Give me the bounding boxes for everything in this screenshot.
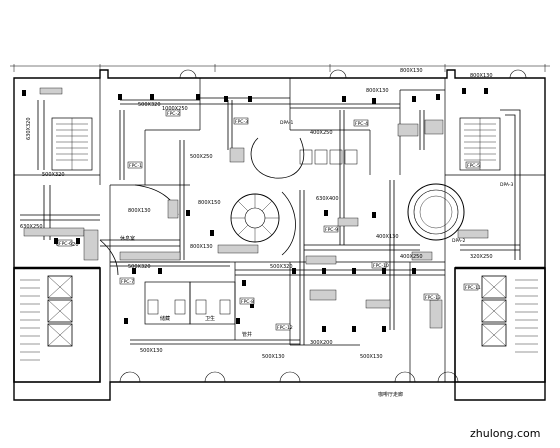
- dpa-tag: DPA-3: [500, 182, 513, 188]
- watermark: zhulong.com: [470, 427, 540, 440]
- duct-label: 500X130: [360, 354, 383, 360]
- duct-label: 400X130: [376, 234, 399, 240]
- fpc-tag: FPC-4: [355, 121, 368, 127]
- duct-label: 800X150: [198, 200, 221, 206]
- interior-walls: [14, 78, 545, 382]
- duct-label: 800X130: [400, 68, 423, 74]
- duct-label: 400X250: [310, 130, 333, 136]
- duct-label: 800X130: [128, 208, 151, 214]
- duct-size-labels: 500X320 1000X250 800X130 800X130 800X130…: [20, 68, 493, 360]
- duct-label: 500X320: [128, 264, 151, 270]
- duct-label: 630X320: [26, 117, 32, 140]
- fpc-tag: FPC-11: [465, 285, 481, 291]
- duct-label: 500X320: [270, 264, 293, 270]
- duct-label: 320X250: [470, 254, 493, 260]
- duct-label: 400X250: [400, 254, 423, 260]
- room-label: 休息室: [120, 235, 135, 242]
- fpc-tag: FPC-2: [167, 111, 180, 117]
- duct-label: 500X250: [190, 154, 213, 160]
- fpc-tag: FPC-6: [59, 241, 72, 247]
- fpc-tag: FPC-10: [373, 263, 389, 269]
- duct-label: 500X320: [138, 102, 161, 108]
- room-labels: 休息室 储藏 卫生 管井 咖啡厅走廊: [120, 235, 403, 398]
- fpc-tag: FPC-7: [121, 279, 134, 285]
- duct-label: 300X200: [310, 340, 333, 346]
- dpa-tag: DPA-1: [280, 120, 293, 126]
- fpc-tag: FPC-5: [467, 163, 480, 169]
- duct-label: 800X130: [190, 244, 213, 250]
- duct-label: 630X400: [316, 196, 339, 202]
- duct-label: 500X130: [140, 348, 163, 354]
- fpc-tag: FPC-8: [241, 299, 254, 305]
- ductwork: [20, 87, 521, 345]
- duct-label: 800X130: [366, 88, 389, 94]
- building-outline: [10, 64, 550, 401]
- room-label: 咖啡厅走廊: [378, 391, 403, 398]
- curved-features: [99, 137, 465, 276]
- duct-label: 1000X250: [162, 106, 188, 112]
- dpa-tag: DPA-2: [452, 238, 465, 244]
- equipment-tags: FPC-1 FPC-2 FPC-3 FPC-4 FPC-5 FPC-6 FPC-…: [57, 109, 513, 331]
- room-label: 管井: [242, 331, 252, 338]
- fpc-tag: FPC-3: [235, 119, 248, 125]
- duct-label: 630X250: [20, 224, 43, 230]
- room-label: 卫生: [205, 315, 215, 322]
- fpc-tag: FPC-9: [325, 227, 338, 233]
- duct-label: 500X130: [262, 354, 285, 360]
- duct-label: 800X130: [470, 73, 493, 79]
- fpc-tag: FPC-1: [129, 163, 142, 169]
- duct-label: 500X320: [42, 172, 65, 178]
- room-label: 储藏: [160, 315, 170, 322]
- fpc-tag: FPC-12: [277, 325, 293, 331]
- fpc-tag: FPC-13: [425, 295, 441, 301]
